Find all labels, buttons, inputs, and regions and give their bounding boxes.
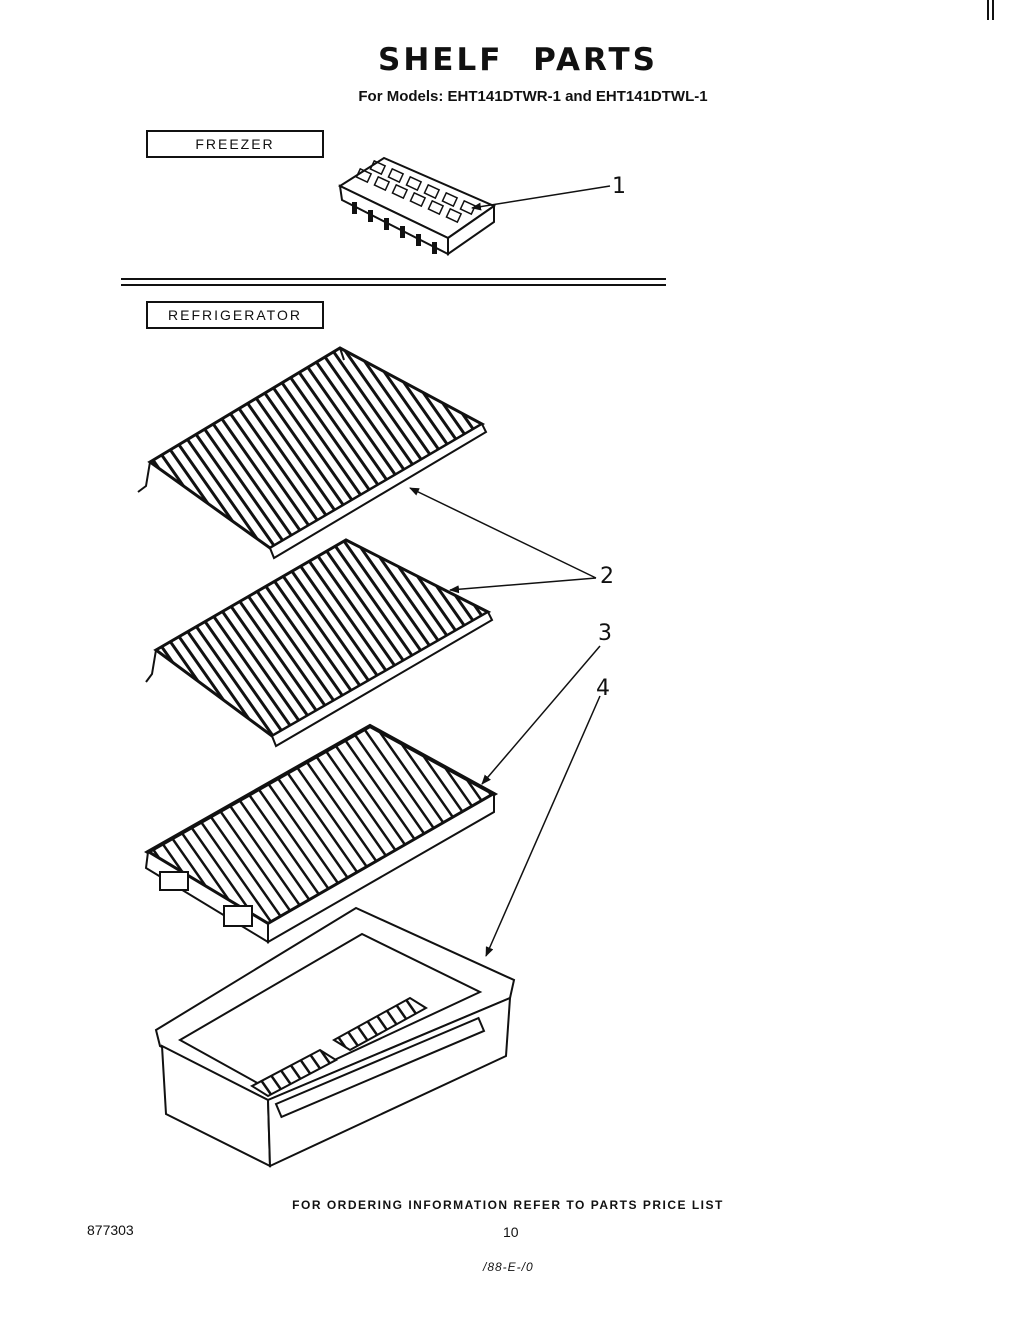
wire-shelf-lower: [145, 538, 494, 748]
section-divider: [121, 278, 666, 286]
ordering-note: FOR ORDERING INFORMATION REFER TO PARTS …: [292, 1198, 724, 1212]
leader-lines: [409, 185, 611, 957]
document-number: 877303: [87, 1222, 134, 1238]
refrigerator-section-label: REFRIGERATOR: [146, 301, 324, 329]
callout-4: 4: [596, 676, 610, 701]
callout-2: 2: [600, 564, 614, 589]
wire-shelf-upper: [137, 346, 488, 560]
page-number: 10: [503, 1224, 519, 1240]
callout-1: 1: [612, 174, 626, 199]
crisper-pan: [154, 906, 516, 1168]
models-subtitle: For Models: EHT141DTWR-1 and EHT141DTWL-…: [358, 88, 708, 105]
crisper-cover-shelf: [144, 723, 499, 944]
ice-cube-tray: [337, 156, 497, 256]
corner-mark: [987, 0, 994, 20]
page-title: SHELF PARTS: [378, 42, 658, 78]
handwritten-note: /88-E-/0: [483, 1260, 534, 1274]
callout-3: 3: [598, 621, 612, 646]
freezer-section-label: FREEZER: [146, 130, 324, 158]
